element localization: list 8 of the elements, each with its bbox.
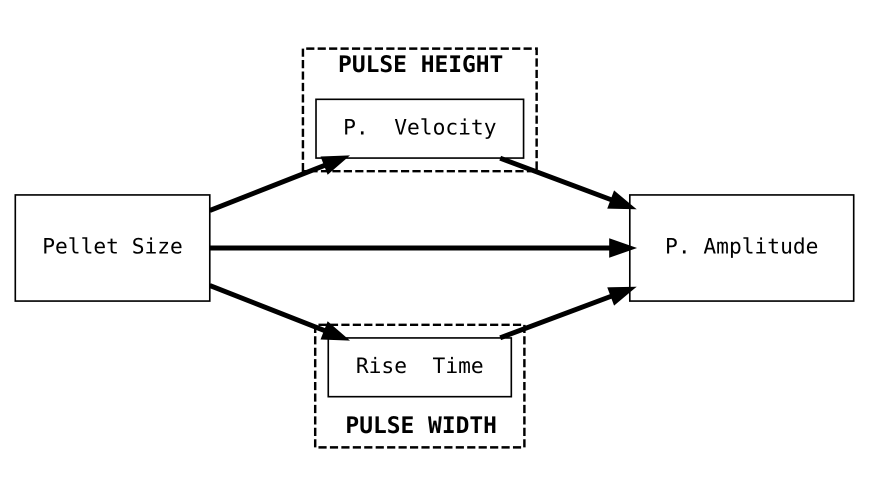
arrow	[499, 286, 637, 340]
node-box: Pellet Size	[14, 194, 211, 302]
arrow	[209, 283, 350, 341]
node-box: P. Velocity	[315, 98, 524, 159]
arrow	[210, 238, 638, 258]
node-box: Rise Time	[327, 337, 512, 398]
arrow	[209, 155, 350, 213]
node-box: P. Amplitude	[628, 194, 855, 302]
